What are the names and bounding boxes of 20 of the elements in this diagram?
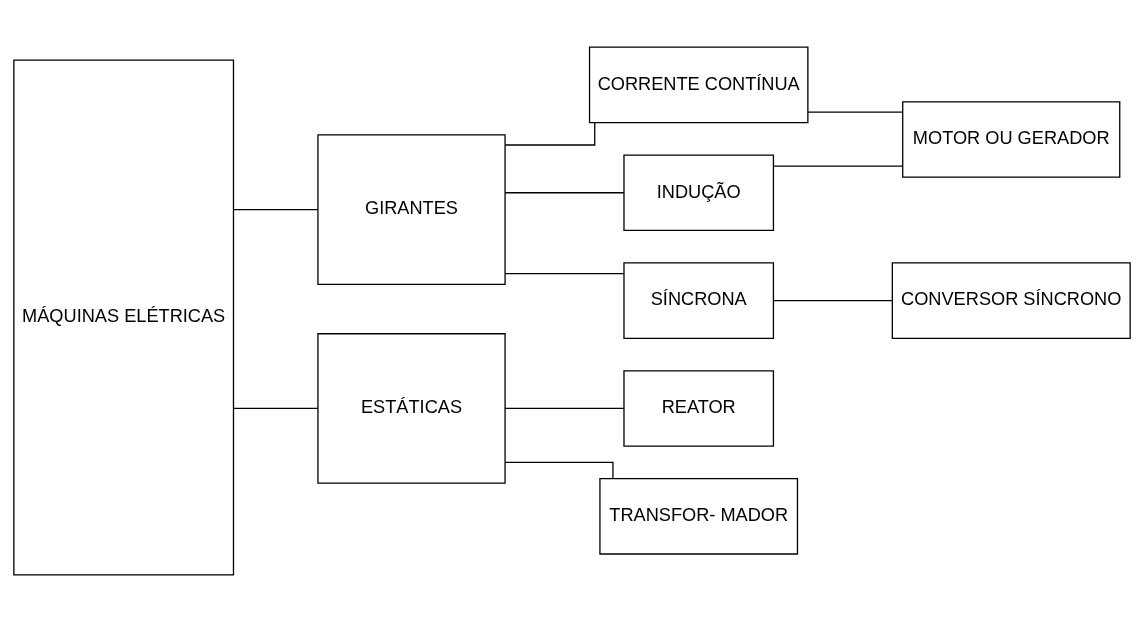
connector (772, 165, 904, 167)
node-box: INDUÇÃO (623, 154, 775, 232)
connector (772, 299, 893, 302)
node-box: CORRENTE CONTÍNUA (588, 46, 809, 124)
node-box: ESTÁTICAS (317, 333, 506, 484)
node-box: REATOR (623, 370, 775, 447)
connector (233, 209, 319, 211)
node-box: MÁQUINAS ELÉTRICAS (13, 59, 235, 576)
node-box: TRANSFOR- MADOR (599, 478, 799, 555)
node-box: CONVERSOR SÍNCRONO (891, 262, 1131, 339)
connector (504, 192, 625, 194)
connector (233, 407, 319, 410)
connector (807, 111, 904, 113)
node-box: SÍNCRONA (623, 262, 775, 339)
connector (504, 461, 614, 479)
connector (504, 121, 596, 146)
connector (504, 273, 625, 275)
node-box: MOTOR OU GERADOR (902, 101, 1121, 178)
connector (504, 407, 625, 410)
node-box: GIRANTES (317, 134, 506, 285)
